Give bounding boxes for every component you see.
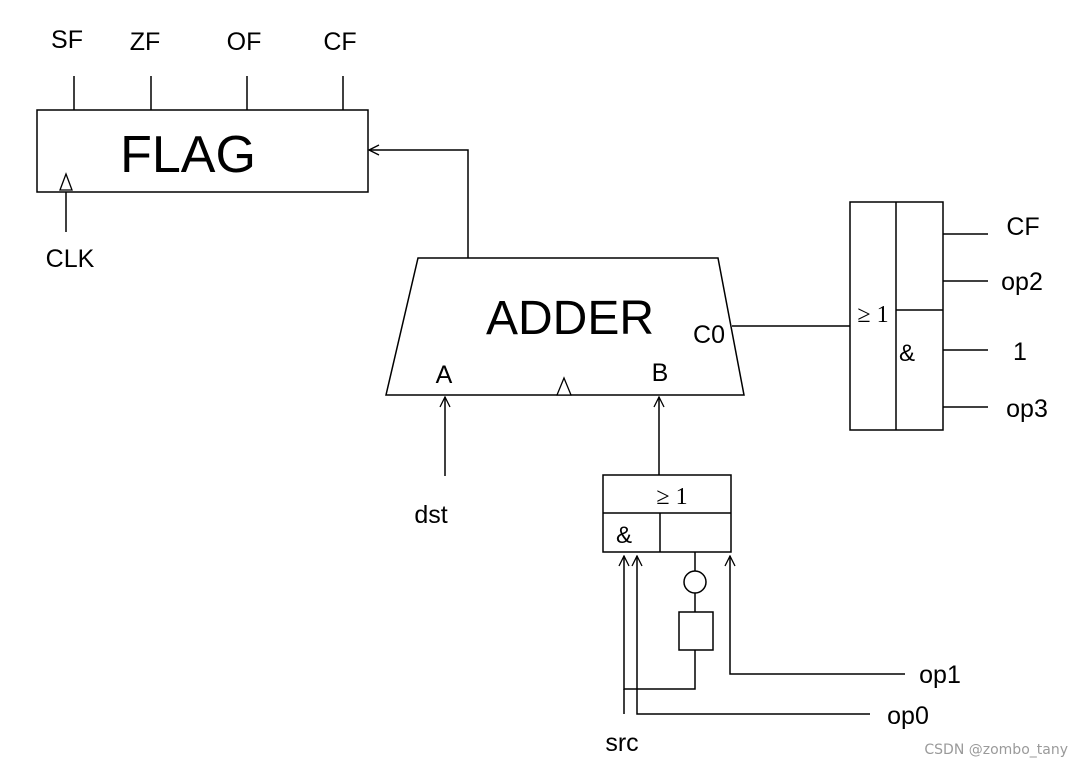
src-label: src: [605, 729, 638, 757]
op0-input-wire: [637, 556, 870, 715]
carry-or-symbol: ≥ 1: [857, 302, 888, 328]
op0-label: op0: [887, 702, 929, 730]
carry-input-op3: op3: [1006, 395, 1048, 423]
carry-input-cf: CF: [1006, 213, 1039, 241]
adder-clock-triangle-icon: [556, 376, 572, 396]
inverter-output-wire: [624, 556, 696, 690]
carry-input-1: 1: [1013, 338, 1027, 366]
adder-unit: ADDER A B C0: [385, 257, 745, 396]
op1-input-wire: [730, 556, 905, 675]
flag-output-of: OF: [227, 28, 262, 56]
b-select-logic-block: ≥ 1 &: [602, 474, 732, 553]
b-select-and-symbol: &: [616, 522, 632, 549]
dst-label: dst: [414, 501, 447, 529]
carry-logic-block: ≥ 1 & CF op2 1 op3: [849, 201, 1048, 431]
flag-output-zf: ZF: [130, 28, 161, 56]
inverter-bubble-icon: [683, 570, 707, 594]
adder-body: [385, 257, 745, 396]
flag-output-cf: CF: [323, 28, 356, 56]
adder-title: ADDER: [486, 292, 654, 345]
watermark: CSDN @zombo_tany: [924, 742, 1068, 758]
flag-register-title: FLAG: [120, 126, 256, 184]
flag-register-box: [36, 109, 369, 193]
adder-carry-in-label: C0: [693, 321, 725, 349]
clk-label: CLK: [46, 245, 95, 273]
op1-label: op1: [919, 661, 961, 689]
b-select-or-symbol: ≥ 1: [656, 484, 687, 510]
inverter-gate-box: [678, 611, 714, 651]
carry-input-op2: op2: [1001, 268, 1043, 296]
adder-to-flag-wire: [369, 150, 469, 258]
adder-input-b-label: B: [652, 359, 669, 387]
flag-output-sf: SF: [51, 26, 83, 54]
flag-register: FLAG SF ZF OF CF CLK: [36, 26, 369, 273]
adder-input-a-label: A: [436, 361, 453, 389]
clock-triangle-icon: [59, 172, 73, 191]
carry-and-symbol: &: [899, 340, 915, 367]
